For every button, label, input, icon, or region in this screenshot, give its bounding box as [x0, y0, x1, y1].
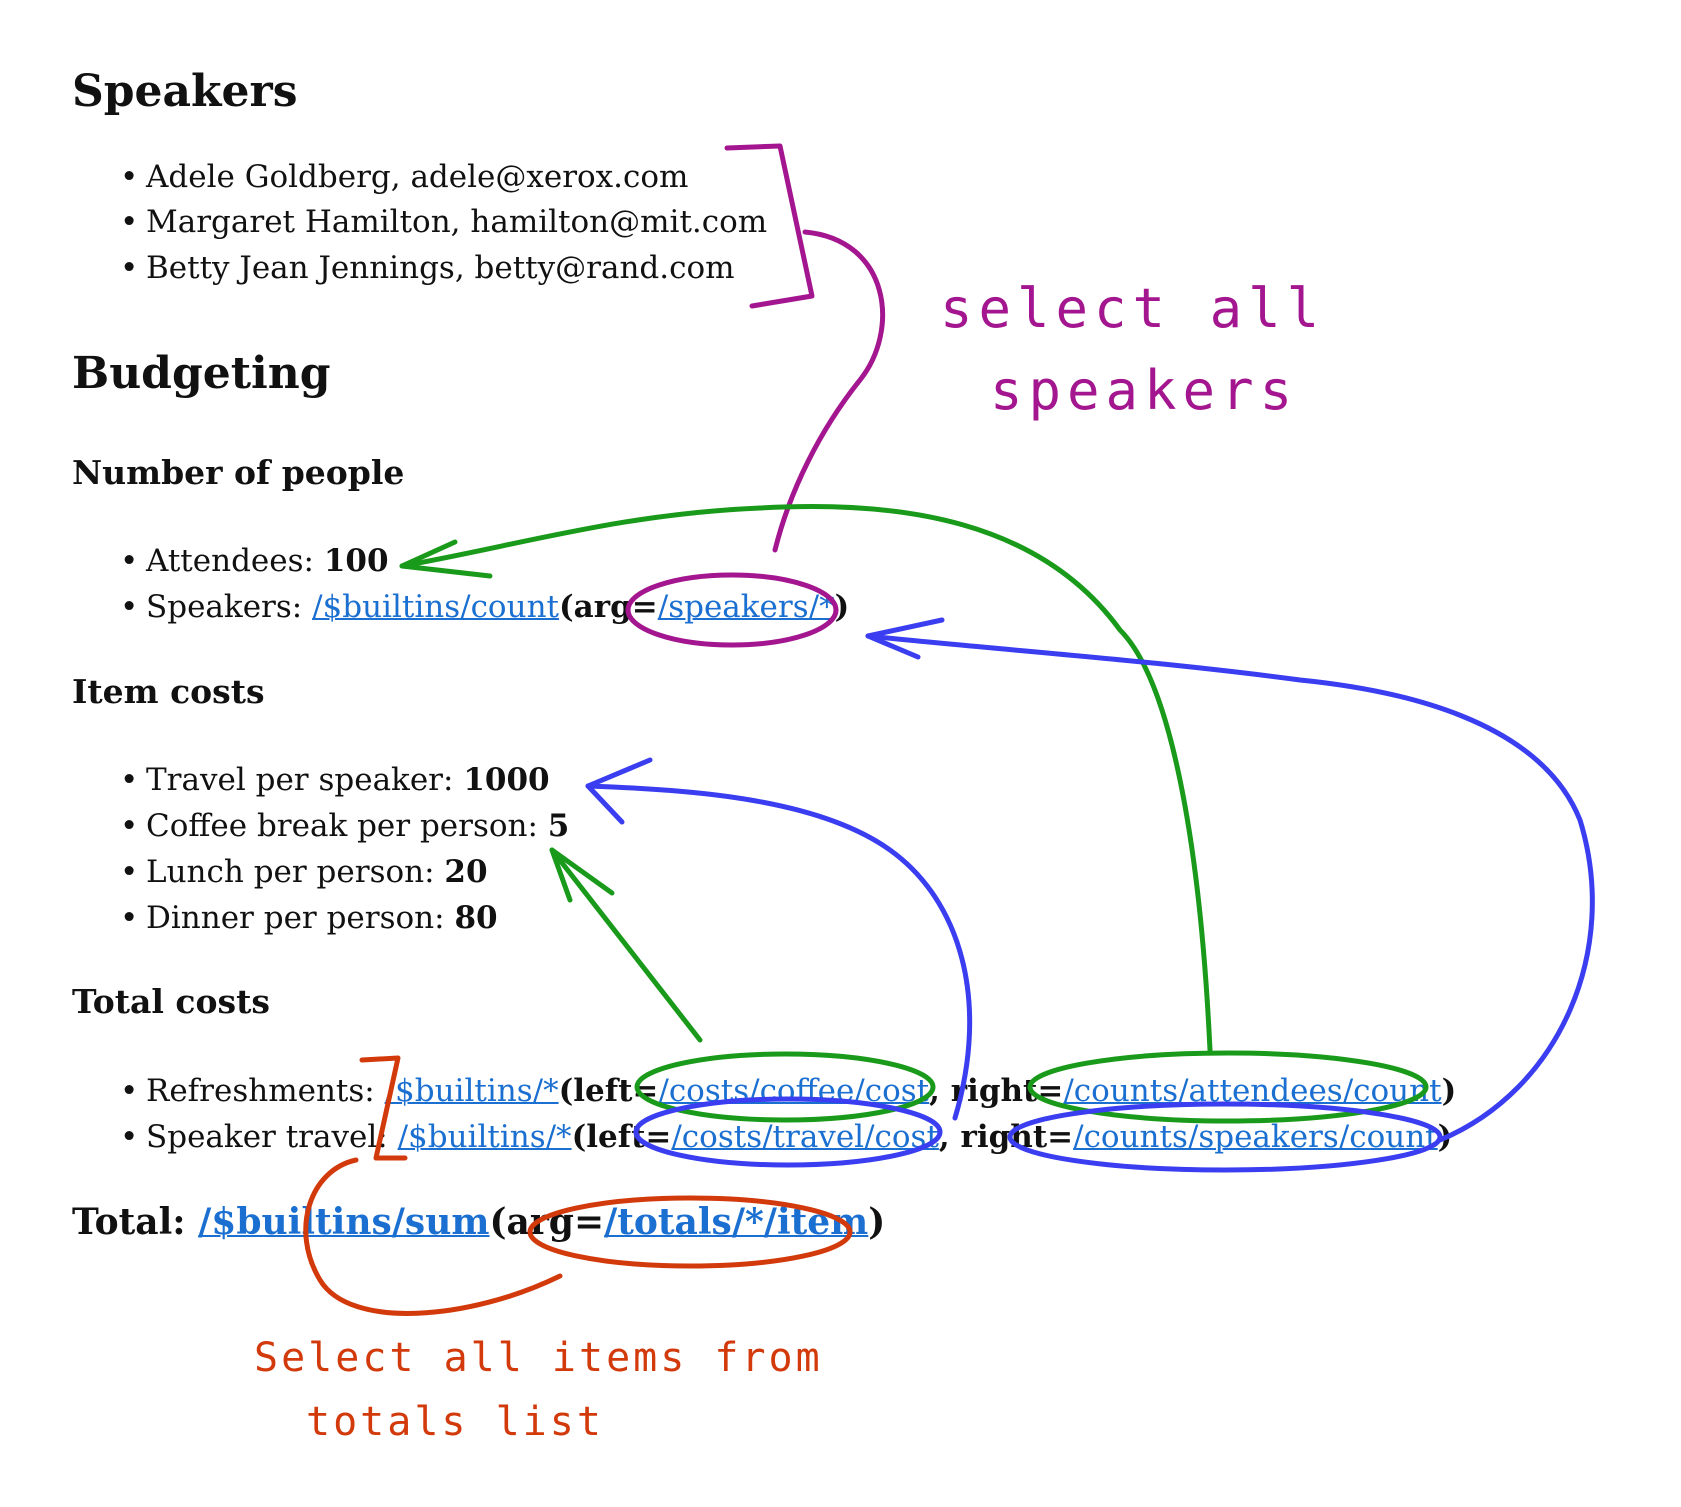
cost-label: Coffee break per person: [146, 808, 538, 844]
cost-label: Lunch per person: [146, 854, 435, 890]
attendees-count-link[interactable]: /counts/attendees/count [1063, 1073, 1442, 1109]
list-item: •Dinner per person: 80 [120, 900, 498, 936]
arrow-head [549, 847, 615, 903]
arrow-head [865, 617, 945, 660]
close-paren: ) [868, 1201, 886, 1243]
list-item: •Travel per speaker: 1000 [120, 762, 550, 798]
number-of-people-heading: Number of people [72, 453, 405, 492]
budgeting-heading: Budgeting [72, 348, 331, 399]
coffee-connector [549, 847, 703, 1043]
arrow-head [585, 757, 653, 825]
totals-annotation-line2: totals list [306, 1399, 604, 1445]
list-item: •Adele Goldberg, adele@xerox.com [120, 159, 689, 195]
count-function-link[interactable]: /$builtins/count [312, 589, 559, 625]
right-label: , right= [938, 1119, 1074, 1155]
list-item: •Coffee break per person: 5 [120, 808, 570, 844]
speaker-2: Margaret Hamilton, hamilton@mit.com [146, 204, 768, 240]
list-item: •Attendees: 100 [120, 543, 389, 579]
speakers-annotation-line1: select all [940, 277, 1326, 340]
totals-selector-link[interactable]: /totals/*/item [604, 1201, 869, 1243]
speakers-connector [772, 229, 886, 553]
speaker-1: Adele Goldberg, adele@xerox.com [146, 159, 689, 195]
totals-annotation-line1: Select all items from [254, 1335, 823, 1381]
speakers-count-label: Speakers: [146, 589, 303, 625]
sum-function-link[interactable]: /$builtins/sum [198, 1201, 490, 1243]
cost-value: 80 [454, 900, 498, 936]
right-label: , right= [929, 1073, 1064, 1109]
close-paren: ) [1437, 1119, 1453, 1155]
list-item: •Refreshments: /$builtins/*(left=/costs/… [120, 1073, 1457, 1109]
speaker-3: Betty Jean Jennings, betty@rand.com [146, 250, 735, 286]
cost-value: 20 [444, 854, 488, 890]
arrow-head [399, 539, 493, 579]
item-costs-heading: Item costs [72, 672, 265, 711]
travel-cost-link[interactable]: /costs/travel/cost [671, 1119, 939, 1155]
speakers-count-connector [865, 633, 1595, 1143]
list-item: •Betty Jean Jennings, betty@rand.com [120, 250, 735, 286]
speakers-count-link[interactable]: /counts/speakers/count [1073, 1119, 1438, 1155]
left-label: (left= [558, 1073, 659, 1109]
attendees-value: 100 [323, 543, 389, 579]
multiply-function-link[interactable]: /$builtins/* [384, 1073, 559, 1109]
list-item: •Speakers: /$builtins/count(arg=/speaker… [120, 589, 850, 625]
speakers-selector-link[interactable]: /speakers/* [657, 589, 835, 625]
coffee-cost-link[interactable]: /costs/coffee/cost [658, 1073, 930, 1109]
total-label: Total: [72, 1201, 186, 1243]
close-paren: ) [1441, 1073, 1457, 1109]
travel-connector [585, 783, 973, 1121]
multiply-function-link[interactable]: /$builtins/* [397, 1119, 572, 1155]
left-label: (left= [571, 1119, 672, 1155]
arg-label: (arg= [489, 1201, 605, 1243]
attendees-label: Attendees: [146, 543, 314, 579]
total-line: Total: /$builtins/sum(arg=/totals/*/item… [72, 1204, 885, 1240]
cost-value: 5 [547, 808, 570, 844]
arg-label: (arg= [559, 589, 658, 625]
cost-label: Travel per speaker: [146, 762, 454, 798]
cost-value: 1000 [463, 762, 550, 798]
speakers-annotation-line2: speakers [990, 359, 1299, 422]
list-item: •Margaret Hamilton, hamilton@mit.com [120, 204, 768, 240]
speakers-heading: Speakers [72, 66, 298, 117]
total-costs-heading: Total costs [72, 982, 270, 1021]
close-paren: ) [834, 589, 850, 625]
refreshments-label: Refreshments: [146, 1073, 375, 1109]
cost-label: Dinner per person: [146, 900, 445, 936]
list-item: •Lunch per person: 20 [120, 854, 488, 890]
speaker-travel-label: Speaker travel: [146, 1119, 388, 1155]
list-item: •Speaker travel: /$builtins/*(left=/cost… [120, 1119, 1453, 1155]
